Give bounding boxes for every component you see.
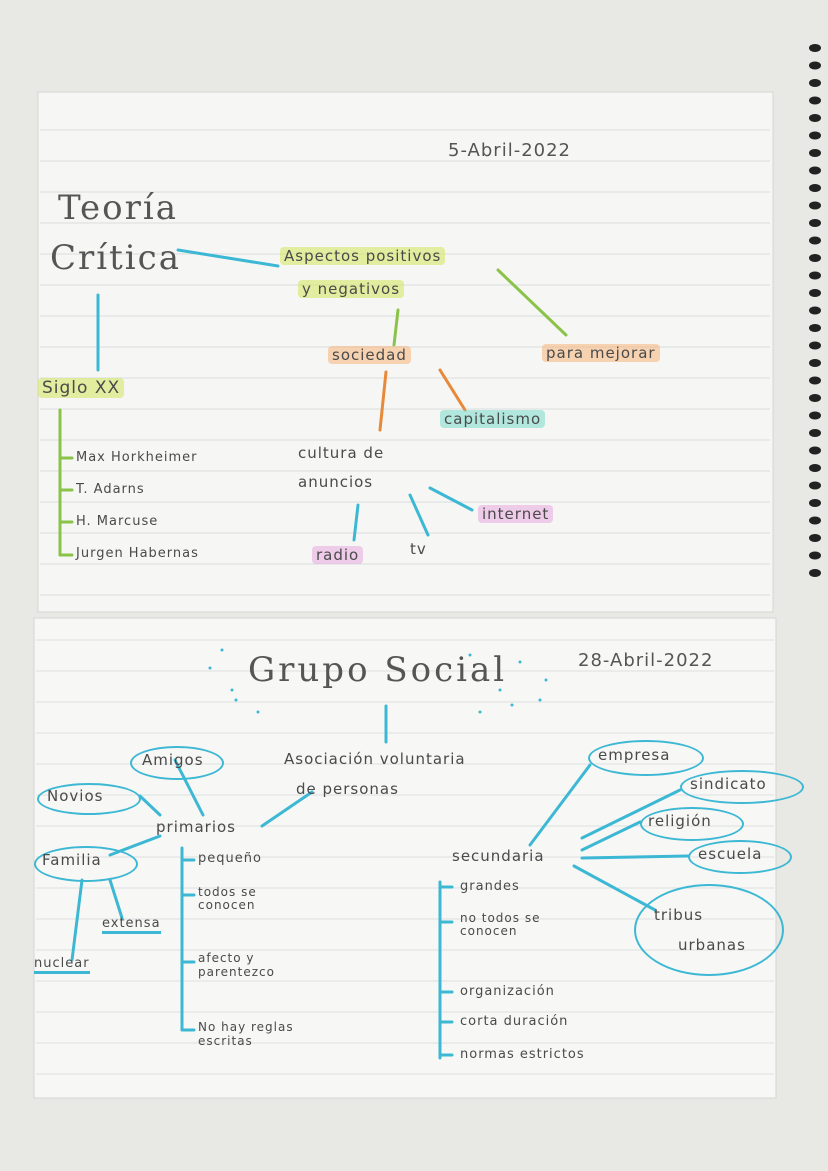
date-page2: 28-Abril-2022 xyxy=(578,650,714,671)
node-tv: tv xyxy=(410,540,427,558)
node-sindicato: sindicato xyxy=(690,775,767,793)
node-religion: religión xyxy=(648,812,712,830)
node-secundaria: secundaria xyxy=(452,847,545,865)
node-nuclear: nuclear xyxy=(34,956,90,974)
node-aspectos: Aspectos positivos xyxy=(280,247,446,265)
primarios-rasgo-2: todos se conocen xyxy=(198,885,257,912)
node-para-mejorar: para mejorar xyxy=(542,344,660,362)
node-siglo-xx: Siglo XX xyxy=(38,378,125,398)
node-cultura: cultura de xyxy=(298,444,385,462)
spiral-binding xyxy=(800,40,828,600)
node-capitalismo: capitalismo xyxy=(440,410,546,428)
node-asociacion-2: de personas xyxy=(296,780,399,798)
author-4: Jurgen Habernas xyxy=(76,546,199,561)
author-3: H. Marcuse xyxy=(76,514,159,529)
node-familia: Familia xyxy=(42,851,102,869)
node-empresa: empresa xyxy=(598,746,671,764)
node-extensa: extensa xyxy=(102,916,161,934)
secundaria-rasgo-5: normas estrictos xyxy=(460,1047,585,1062)
node-sociedad: sociedad xyxy=(328,346,411,364)
node-novios: Novios xyxy=(47,787,104,805)
node-tribus-2: urbanas xyxy=(678,936,746,954)
secundaria-rasgo-4: corta duración xyxy=(460,1014,569,1029)
primarios-rasgo-1: pequeño xyxy=(198,851,262,866)
node-asociacion: Asociación voluntaria xyxy=(284,750,466,768)
secundaria-rasgo-2: no todos se conocen xyxy=(460,911,541,938)
date-page1: 5-Abril-2022 xyxy=(448,140,571,161)
author-1: Max Horkheimer xyxy=(76,450,198,465)
node-cultura-2: anuncios xyxy=(298,473,374,491)
node-radio: radio xyxy=(312,546,364,564)
secundaria-rasgo-3: organización xyxy=(460,984,555,999)
node-aspectos-2: y negativos xyxy=(298,280,405,298)
primarios-rasgo-4: No hay reglas escritas xyxy=(198,1020,294,1048)
node-internet: internet xyxy=(478,505,554,523)
primarios-rasgo-3: afecto y parentezco xyxy=(198,951,275,979)
node-escuela: escuela xyxy=(698,845,763,863)
node-primarios: primarios xyxy=(156,818,236,836)
secundaria-rasgo-1: grandes xyxy=(460,879,520,894)
title-grupo-social: Grupo Social xyxy=(248,650,508,690)
node-amigos: Amigos xyxy=(142,751,204,769)
title-teoria: Teoría xyxy=(58,188,179,228)
author-2: T. Adarns xyxy=(76,482,145,497)
node-tribus: tribus xyxy=(654,906,704,924)
title-critica: Crítica xyxy=(50,238,181,278)
